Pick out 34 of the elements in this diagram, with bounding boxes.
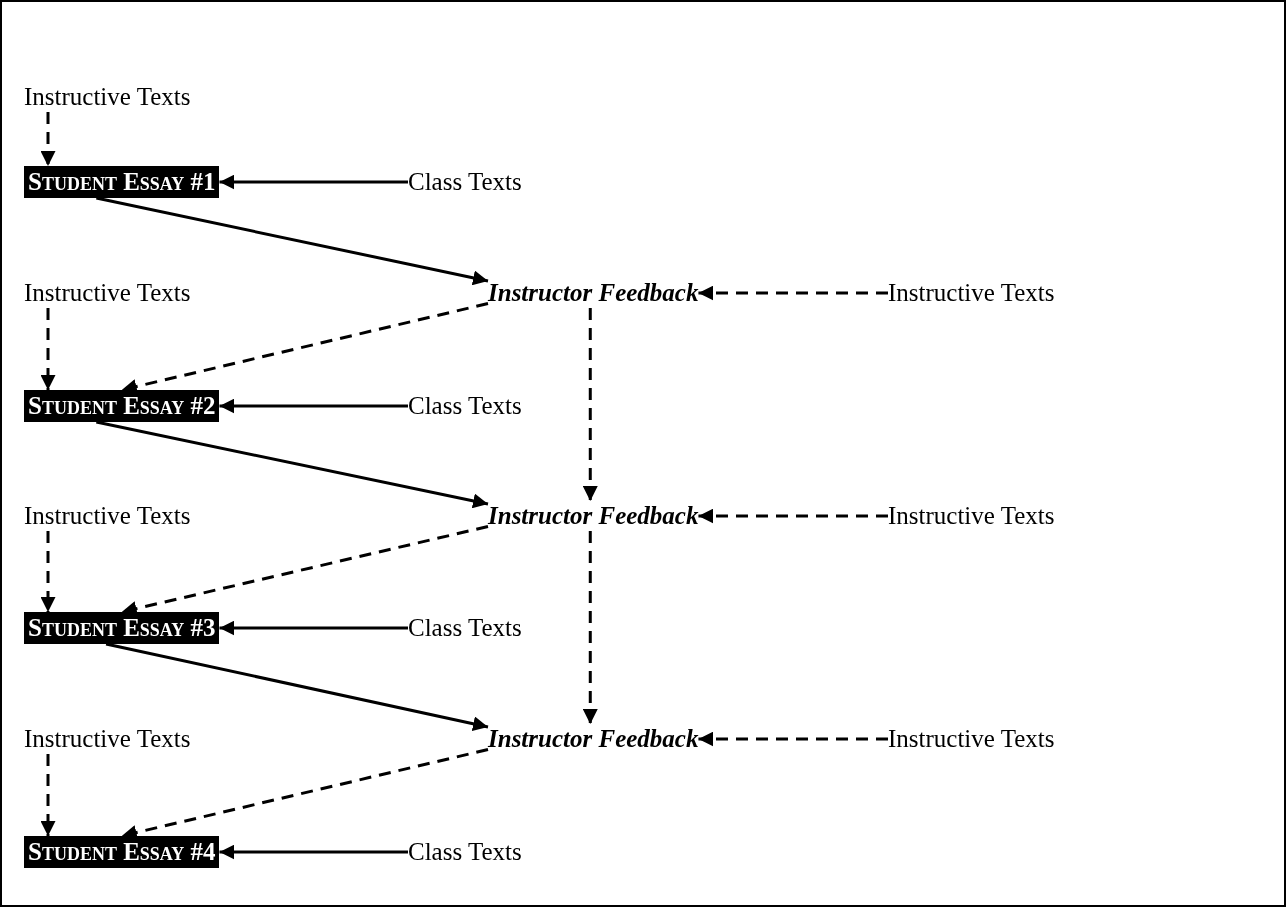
arrow	[219, 398, 408, 414]
source-text: Instructive Texts	[24, 278, 191, 308]
source-text: Instructive Texts	[24, 724, 191, 754]
arrow	[219, 174, 408, 190]
source-text: Instructive Texts	[24, 501, 191, 531]
essay-label: Student Essay #2	[24, 390, 220, 422]
arrow	[96, 196, 489, 286]
source-text: Instructive Texts	[888, 278, 1055, 308]
arrow	[96, 420, 489, 509]
arrow	[40, 112, 56, 166]
arrow	[219, 844, 408, 860]
essay-label: Student Essay #1	[24, 166, 220, 198]
arrow	[698, 508, 888, 524]
feedback-text: Instructor Feedback	[488, 501, 699, 531]
feedback-text: Instructor Feedback	[488, 724, 699, 754]
source-text: Class Texts	[408, 837, 522, 867]
arrow	[582, 308, 598, 501]
arrow	[698, 285, 888, 301]
essay-label: Student Essay #4	[24, 836, 220, 868]
arrow	[40, 531, 56, 612]
essay-label: Student Essay #3	[24, 612, 220, 644]
arrow	[105, 642, 489, 732]
source-text: Instructive Texts	[24, 82, 191, 112]
source-text: Class Texts	[408, 391, 522, 421]
source-text: Class Texts	[408, 167, 522, 197]
arrow	[698, 731, 888, 747]
arrow	[40, 754, 56, 836]
source-text: Instructive Texts	[888, 724, 1055, 754]
source-text: Instructive Texts	[888, 501, 1055, 531]
arrow	[40, 308, 56, 390]
arrow	[219, 620, 408, 636]
arrow	[582, 531, 598, 724]
feedback-text: Instructor Feedback	[488, 278, 699, 308]
source-text: Class Texts	[408, 613, 522, 643]
